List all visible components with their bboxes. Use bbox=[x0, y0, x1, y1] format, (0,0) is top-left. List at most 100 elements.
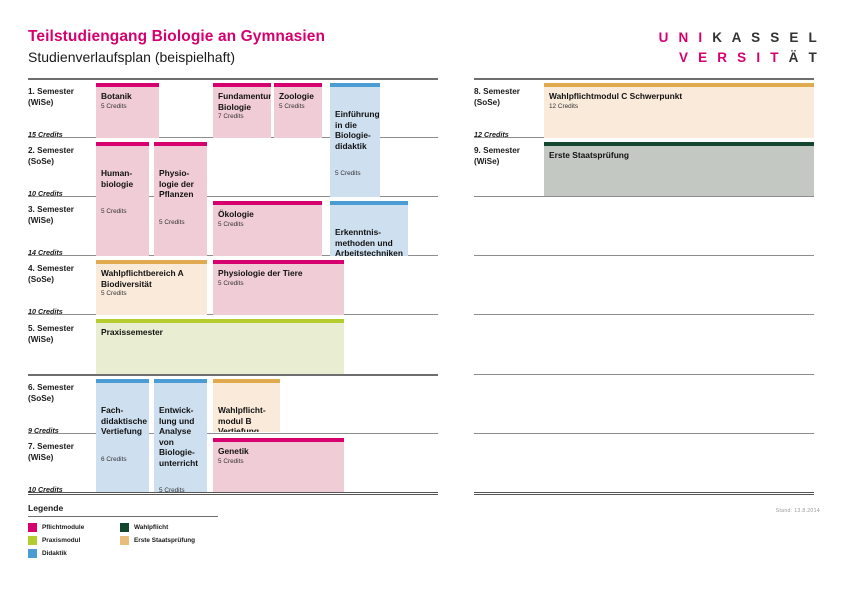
module-credits: 5 Credits bbox=[159, 487, 185, 492]
semester-label: 5. Semester (WiSe) bbox=[28, 324, 74, 345]
module-wahlpflichtmodul-c-schwerpunkt[interactable]: Wahlpflichtmodul C Schwerpunkt 12 Credit… bbox=[544, 83, 814, 138]
module-physiologie-der-pflanzen[interactable]: Physio- logie der Pflanzen 5 Credits bbox=[154, 142, 207, 256]
module-genetik[interactable]: Genetik 5 Credits bbox=[213, 438, 344, 492]
module-wahlpflichtbereich-a-biodiversitaet[interactable]: Wahlpflichtbereich A Biodiversität 5 Cre… bbox=[96, 260, 207, 315]
semester-label: 2. Semester (SoSe) bbox=[28, 146, 74, 167]
row-divider-bottom bbox=[28, 492, 438, 495]
logo-kassel-text: K A S S E L bbox=[712, 30, 820, 45]
module-title: Genetik bbox=[218, 446, 249, 456]
module-credits: 6 Credits bbox=[101, 455, 127, 463]
module-entwicklung-analyse-biologieunterricht[interactable]: Entwick- lung und Analyse von Biologie- … bbox=[154, 379, 207, 492]
module-title: Botanik bbox=[101, 91, 132, 101]
legend-item-pflichtmodule: Pflichtmodule bbox=[28, 523, 84, 532]
semester-label: 7. Semester (WiSe) bbox=[28, 442, 74, 463]
semester-row-5: 5. Semester (WiSe) bbox=[28, 323, 96, 367]
semester-credits: 10 Credits bbox=[28, 485, 63, 495]
row-divider-5 bbox=[28, 374, 438, 376]
module-credits: 5 Credits bbox=[335, 170, 361, 177]
semester-credits: 12 Credits bbox=[474, 130, 509, 140]
module-humanbiologie[interactable]: Human- biologie 5 Credits bbox=[96, 142, 149, 256]
legend-title: Legende bbox=[28, 503, 64, 513]
semester-row-4: 4. Semester (SoSe) 10 Credits bbox=[28, 263, 96, 316]
legend: Legende Pflichtmodule Praxismodul Didakt… bbox=[28, 503, 218, 563]
semester-label: 1. Semester (WiSe) bbox=[28, 87, 74, 108]
page-subtitle: Studienverlaufsplan (beispielhaft) bbox=[28, 48, 236, 65]
legend-item-didaktik: Didaktik bbox=[28, 549, 84, 558]
page-title: Teilstudiengang Biologie an Gymnasien bbox=[28, 28, 326, 45]
legend-item-label: Pflichtmodule bbox=[42, 524, 85, 531]
semester-credits: 14 Credits bbox=[28, 248, 63, 258]
semester-credits: 15 Credits bbox=[28, 130, 63, 140]
semester-label: 9. Semester (WiSe) bbox=[474, 146, 520, 167]
semester-row-1: 1. Semester (WiSe) 15 Credits bbox=[28, 86, 96, 139]
semester-row-8: 8. Semester (SoSe) 12 Credits bbox=[474, 86, 542, 139]
legend-item-label: Wahlpflicht bbox=[134, 524, 169, 531]
module-credits: 5 Credits bbox=[279, 102, 305, 110]
module-credits: 5 Credits bbox=[218, 457, 244, 465]
logo-uni-text: U N I bbox=[658, 30, 706, 45]
semester-row-3: 3. Semester (WiSe) 14 Credits bbox=[28, 204, 96, 257]
module-fachdidaktische-vertiefung[interactable]: Fach- didaktische Vertiefung 6 Credits bbox=[96, 379, 149, 492]
semester-row-6: 6. Semester (SoSe) 9 Credits bbox=[28, 382, 96, 435]
legend-item-praxismodul: Praxismodul bbox=[28, 536, 84, 545]
legend-swatch-icon bbox=[28, 523, 37, 532]
plan-left-column: 1. Semester (WiSe) 15 Credits 2. Semeste… bbox=[28, 78, 438, 498]
module-einfuehrung-biologiedidaktik[interactable]: Einführung in die Biologie- didaktik 5 C… bbox=[330, 83, 380, 197]
module-title: Physio- logie der Pflanzen bbox=[159, 168, 194, 199]
university-logo: U N I K A S S E L V E R S I T Ä T bbox=[659, 28, 820, 67]
logo-line-1: U N I K A S S E L bbox=[659, 28, 820, 48]
row-divider-top bbox=[28, 78, 438, 80]
module-wahlpflichtmodul-b-vertiefung[interactable]: Wahlpflicht- modul B Vertiefung 3 Credit… bbox=[213, 379, 280, 432]
semester-label: 8. Semester (SoSe) bbox=[474, 87, 520, 108]
row-divider-2 bbox=[28, 196, 438, 197]
module-title: Human- biologie bbox=[101, 168, 134, 189]
module-title: Ökologie bbox=[218, 209, 254, 219]
legend-column-2: Wahlpflicht Erste Staatsprüfung bbox=[120, 523, 195, 549]
module-physiologie-der-tiere[interactable]: Physiologie der Tiere 5 Credits bbox=[213, 260, 344, 315]
module-oekologie[interactable]: Ökologie 5 Credits bbox=[213, 201, 322, 256]
legend-swatch-icon bbox=[28, 536, 37, 545]
module-credits: 5 Credits bbox=[159, 218, 185, 226]
module-credits: 5 Credits bbox=[218, 279, 244, 287]
legend-swatch-icon bbox=[120, 536, 129, 545]
module-credits: 12 Credits bbox=[549, 102, 579, 110]
semester-label: 3. Semester (WiSe) bbox=[28, 205, 74, 226]
logo-line-2: V E R S I T Ä T bbox=[659, 48, 820, 68]
row-divider-right-5 bbox=[474, 374, 814, 375]
row-divider-right-3 bbox=[474, 255, 814, 256]
module-erkenntnismethoden-arbeitstechniken[interactable]: Erkenntnis- methoden und Arbeitstechnike… bbox=[330, 201, 408, 256]
module-title: Erkenntnis- methoden und Arbeitstechnike… bbox=[335, 227, 403, 256]
row-divider-right-6 bbox=[474, 433, 814, 434]
module-title: Wahlpflicht- modul B Vertiefung bbox=[218, 405, 266, 432]
module-erste-staatspruefung[interactable]: Erste Staatsprüfung bbox=[544, 142, 814, 196]
semester-row-2: 2. Semester (SoSe) 10 Credits bbox=[28, 145, 96, 198]
legend-column-1: Pflichtmodule Praxismodul Didaktik bbox=[28, 523, 84, 562]
module-title: Physiologie der Tiere bbox=[218, 268, 303, 278]
module-botanik[interactable]: Botanik 5 Credits bbox=[96, 83, 159, 138]
legend-item-wahlpflicht: Wahlpflicht bbox=[120, 523, 195, 532]
row-divider-6 bbox=[28, 433, 438, 434]
module-title: Wahlpflichtmodul C Schwerpunkt bbox=[549, 91, 683, 101]
module-credits: 5 Credits bbox=[101, 290, 127, 297]
module-title: Wahlpflichtbereich A Biodiversität bbox=[101, 268, 184, 289]
semester-credits: 10 Credits bbox=[28, 189, 63, 199]
module-title: Praxissemester bbox=[101, 327, 163, 337]
legend-divider bbox=[28, 516, 218, 517]
module-title: Zoologie bbox=[279, 91, 314, 101]
legend-item-erste-staatspruefung: Erste Staatsprüfung bbox=[120, 536, 195, 545]
logo-aet-text: Ä T bbox=[788, 49, 820, 65]
legend-item-label: Didaktik bbox=[42, 550, 67, 557]
row-divider-bottom-right bbox=[474, 492, 814, 495]
module-praxissemester[interactable]: Praxissemester bbox=[96, 319, 344, 374]
module-credits: 5 Credits bbox=[101, 208, 127, 215]
legend-swatch-icon bbox=[28, 549, 37, 558]
revision-stamp: Stand: 13.8.2014 bbox=[775, 508, 820, 514]
module-credits: 5 Credits bbox=[218, 220, 244, 228]
module-credits: 5 Credits bbox=[101, 102, 127, 110]
study-plan: 1. Semester (WiSe) 15 Credits 2. Semeste… bbox=[0, 78, 842, 498]
plan-right-column: 8. Semester (SoSe) 12 Credits 9. Semeste… bbox=[474, 78, 814, 498]
semester-credits: 10 Credits bbox=[28, 307, 63, 317]
logo-versit-text: V E R S I T bbox=[678, 49, 782, 65]
module-fundamentum-biologie[interactable]: Fundamentum Biologie 7 Credits bbox=[213, 83, 271, 138]
module-zoologie[interactable]: Zoologie 5 Credits bbox=[274, 83, 322, 138]
